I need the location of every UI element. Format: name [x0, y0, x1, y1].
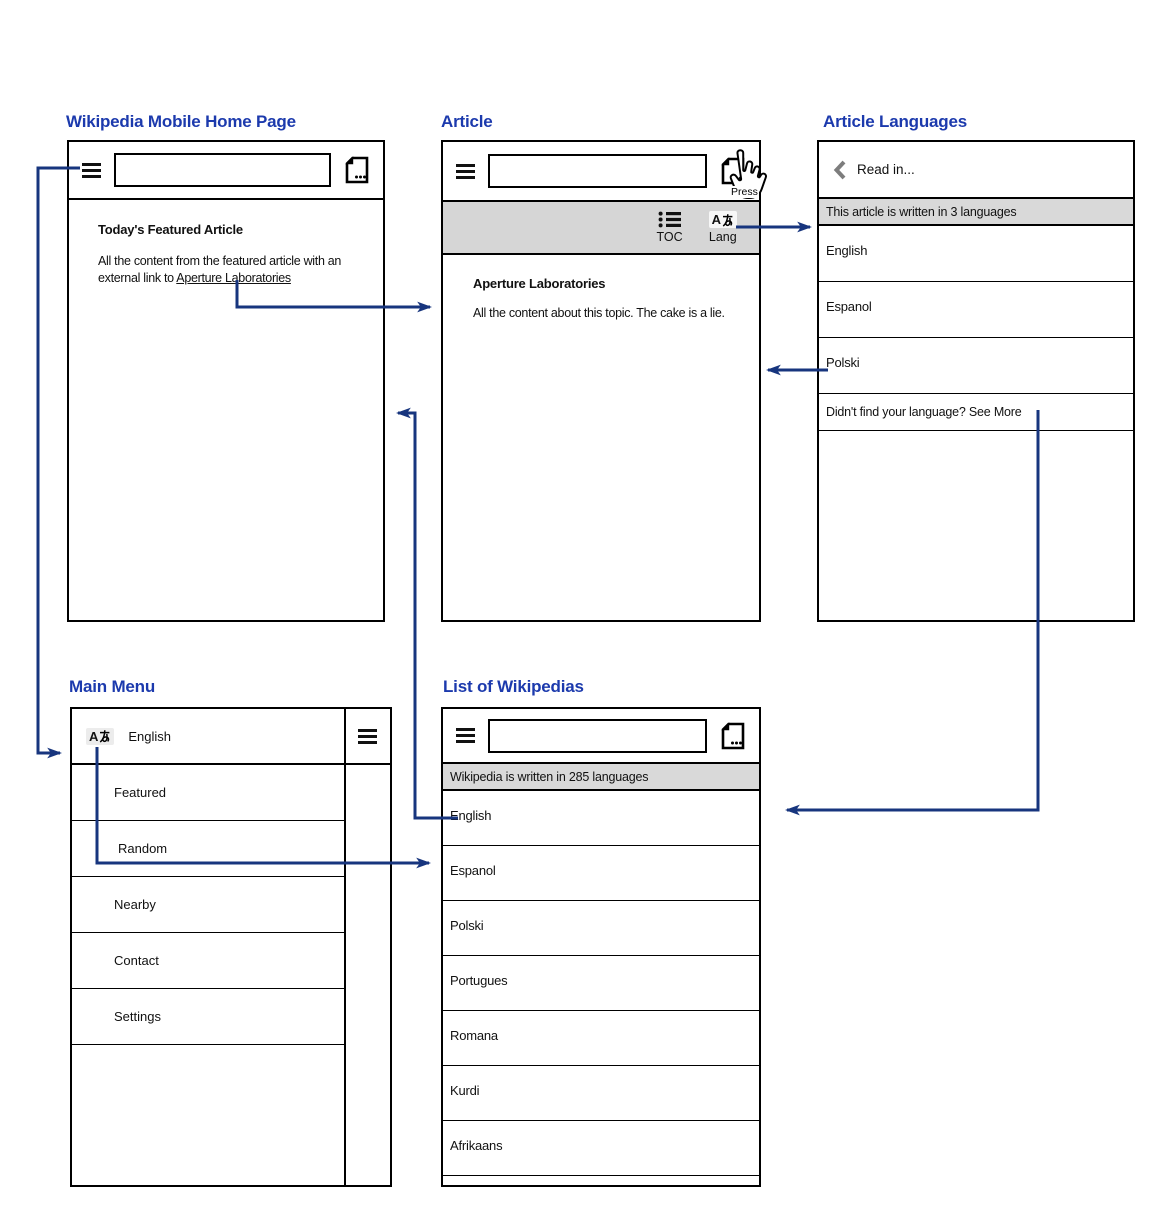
wiki-row-afrikaans[interactable]: Afrikaans	[443, 1121, 759, 1176]
lang-badge: A	[708, 211, 737, 228]
wiki-row-espanol[interactable]: Espanol	[443, 846, 759, 901]
featured-article-heading: Today's Featured Article	[98, 222, 243, 237]
read-in-back-button[interactable]: Read in...	[819, 142, 1133, 199]
menu-icon[interactable]	[456, 163, 475, 179]
article-heading: Aperture Laboratories	[473, 276, 606, 291]
lang-badge: A	[86, 727, 115, 745]
wiki-row-romana[interactable]: Romana	[443, 1011, 759, 1066]
main-menu-screen: A English Featured Random Nearby Contact…	[70, 707, 392, 1187]
menu-column-divider	[344, 709, 346, 1185]
wiki-row-polski[interactable]: Polski	[443, 901, 759, 956]
random-article-icon[interactable]	[344, 155, 370, 185]
menu-icon[interactable]	[358, 729, 377, 744]
lang-button[interactable]: A Lang	[708, 211, 737, 244]
wiki-row-portugues[interactable]: Portugues	[443, 956, 759, 1011]
wikis-header	[443, 709, 759, 764]
language-count-bar: This article is written in 3 languages	[819, 199, 1133, 226]
featured-article-link[interactable]: Aperture Laboratories	[176, 270, 291, 285]
home-header	[69, 142, 383, 200]
toc-list-icon	[658, 211, 681, 228]
search-input[interactable]	[488, 154, 707, 188]
see-more-row[interactable]: Didn't find your language? See More	[819, 394, 1133, 431]
language-row-espanol[interactable]: Espanol	[819, 282, 1133, 338]
random-article-icon[interactable]	[720, 721, 746, 751]
menu-icon[interactable]	[456, 728, 475, 743]
back-chevron-icon	[833, 160, 846, 179]
article-languages-panel-title: Article Languages	[823, 112, 967, 131]
article-screen: TOC A Lang Aperture Laboratories All the…	[441, 140, 767, 622]
hiragana-a-icon	[100, 730, 110, 743]
featured-article-text: All the content from the featured articl…	[98, 254, 342, 285]
menu-item-settings[interactable]: Settings	[72, 989, 344, 1045]
search-input[interactable]	[488, 718, 707, 753]
article-toolbar: TOC A Lang	[443, 200, 759, 255]
main-menu-panel-title: Main Menu	[69, 677, 156, 696]
article-languages-screen: Read in... This article is written in 3 …	[817, 140, 1135, 622]
menu-item-featured[interactable]: Featured	[72, 765, 344, 821]
language-setting-row[interactable]: A English	[72, 709, 390, 765]
current-language-label: English	[128, 728, 172, 744]
menu-item-nearby[interactable]: Nearby	[72, 877, 344, 933]
search-input[interactable]	[114, 153, 331, 187]
home-panel-title: Wikipedia Mobile Home Page	[66, 112, 296, 131]
wiki-row-english[interactable]: English	[443, 791, 759, 846]
menu-item-random[interactable]: Random	[72, 821, 344, 877]
article-header	[443, 142, 759, 200]
menu-item-contact[interactable]: Contact	[72, 933, 344, 989]
list-of-wikipedias-panel-title: List of Wikipedias	[443, 677, 584, 696]
list-of-wikipedias-screen: Wikipedia is written in 285 languages En…	[441, 707, 761, 1187]
language-row-polski[interactable]: Polski	[819, 338, 1133, 394]
article-body: All the content about this topic. The ca…	[473, 306, 725, 320]
hiragana-a-icon	[722, 213, 733, 227]
language-row-english[interactable]: English	[819, 226, 1133, 282]
toc-button[interactable]: TOC	[656, 211, 683, 244]
menu-icon[interactable]	[82, 162, 101, 178]
wiki-row-kurdi[interactable]: Kurdi	[443, 1066, 759, 1121]
random-article-icon[interactable]	[720, 156, 746, 186]
home-screen: Today's Featured Article All the content…	[67, 140, 385, 622]
article-panel-title: Article	[441, 112, 493, 131]
wikipedia-count-bar: Wikipedia is written in 285 languages	[443, 764, 759, 791]
